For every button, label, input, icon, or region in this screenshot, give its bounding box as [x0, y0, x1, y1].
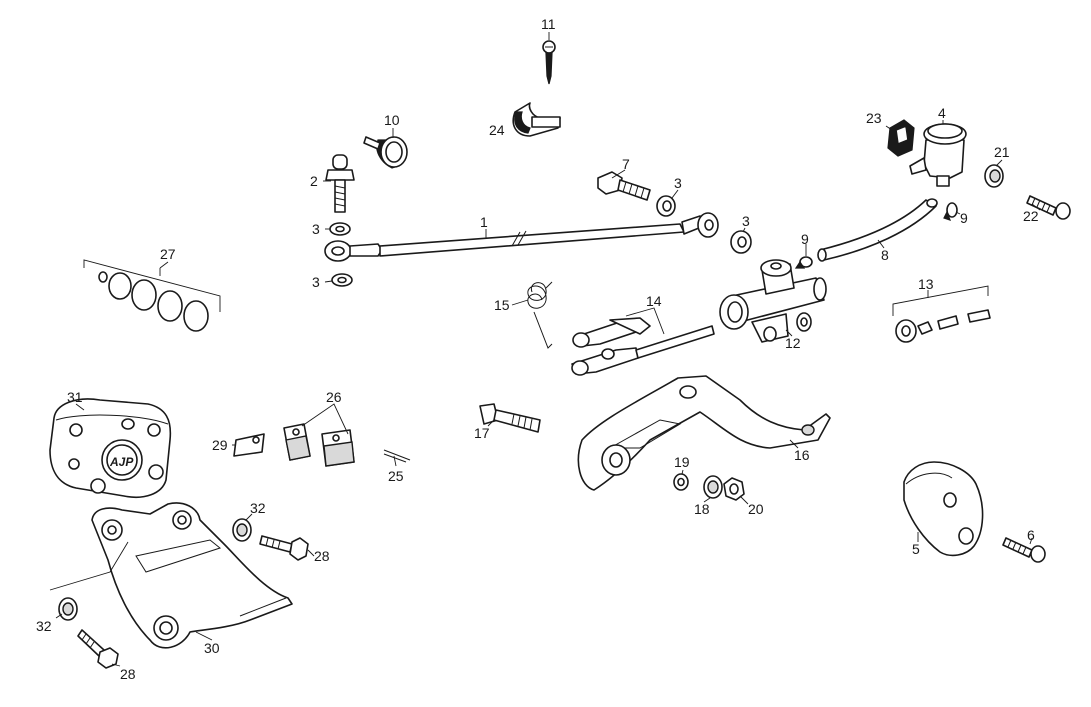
callout-30: 30 [204, 640, 220, 656]
callout-10: 10 [384, 112, 400, 128]
callout-29: 29 [212, 437, 228, 453]
callout-24: 24 [489, 122, 505, 138]
callout-9-upper: 9 [960, 210, 968, 226]
callout-28-lower: 28 [120, 666, 136, 682]
part-25-retaining-pin [383, 449, 411, 463]
part-30-caliper-bracket [91, 502, 293, 649]
callout-19: 19 [674, 454, 690, 470]
callout-15: 15 [494, 297, 510, 313]
callout-16: 16 [794, 447, 810, 463]
callout-28-upper: 28 [314, 548, 330, 564]
leader-lines [49, 32, 1041, 667]
callout-9-lower: 9 [801, 231, 809, 247]
part-3-washer-lower-left [331, 273, 353, 287]
part-28-bolt-lower [77, 629, 119, 669]
part-3-washer-middle [656, 195, 676, 217]
caliper-logo: AJP [109, 455, 134, 469]
part-23-bracket [887, 119, 915, 157]
part-27-seal-kit [83, 259, 221, 332]
callout-22: 22 [1023, 208, 1039, 224]
callout-23: 23 [866, 110, 882, 126]
part-9-hose-clamp-upper [943, 202, 958, 221]
callout-21: 21 [994, 144, 1010, 160]
callout-2: 2 [310, 173, 318, 189]
callout-3-lower-left: 3 [312, 274, 320, 290]
part-17-pivot-bolt [479, 403, 541, 433]
part-32-washer-lower [58, 597, 78, 621]
part-19-washer [673, 473, 689, 491]
callout-26: 26 [326, 389, 342, 405]
part-8-reservoir-hose [817, 198, 938, 262]
callout-25: 25 [388, 468, 404, 484]
callout-3-upper-left: 3 [312, 221, 320, 237]
callout-32-lower: 32 [36, 618, 52, 634]
part-9-hose-clamp-lower [794, 256, 813, 269]
part-3-washer-upper-left [329, 222, 351, 236]
part-26-brake-pad-right [321, 429, 355, 467]
part-14-push-rod [571, 317, 715, 376]
callout-13: 13 [918, 276, 934, 292]
callout-12: 12 [785, 335, 801, 351]
part-13-pin-set [895, 309, 991, 343]
callout-3-right: 3 [742, 213, 750, 229]
part-6-screw [1002, 537, 1046, 563]
part-3-washer-right [730, 230, 752, 254]
callout-11: 11 [541, 16, 556, 32]
part-2-bleeder-bolt [325, 154, 355, 213]
part-20-nut [723, 477, 745, 501]
part-10-hose-clip [363, 136, 408, 169]
callout-7: 7 [622, 156, 630, 172]
callout-18: 18 [694, 501, 710, 517]
callout-8: 8 [881, 247, 889, 263]
part-11-screw [542, 40, 556, 85]
part-22-screw [1026, 195, 1071, 220]
callout-31: 31 [67, 389, 83, 405]
part-24-clamp [512, 102, 561, 137]
part-21-grommet [984, 164, 1004, 188]
part-7-banjo-bolt [597, 171, 651, 201]
callout-20: 20 [748, 501, 764, 517]
callout-4: 4 [938, 105, 946, 121]
part-4-fluid-reservoir [909, 123, 967, 187]
callout-labels: 11 10 2 3 3 1 7 3 3 24 4 23 21 22 9 9 8 … [36, 16, 1039, 682]
callout-17: 17 [474, 425, 490, 441]
part-31-brake-caliper: AJP [49, 398, 172, 498]
part-28-bolt-upper [259, 535, 309, 561]
part-26-brake-pad-left [283, 423, 311, 461]
callout-5: 5 [912, 541, 920, 557]
callout-27: 27 [160, 246, 176, 262]
callout-32-upper: 32 [250, 500, 266, 516]
part-15-return-spring [527, 281, 553, 349]
part-32-washer-upper [232, 518, 252, 542]
part-18-spacer [703, 475, 723, 499]
part-5-heel-guard [903, 461, 984, 557]
part-29-pad-spring [233, 433, 265, 457]
callout-14: 14 [646, 293, 662, 309]
part-12-master-cylinder [719, 259, 827, 343]
part-1-brake-hose [324, 212, 719, 262]
callout-6: 6 [1027, 527, 1035, 543]
callout-3-middle: 3 [674, 175, 682, 191]
callout-1: 1 [480, 214, 488, 230]
part-16-brake-pedal [577, 375, 831, 491]
